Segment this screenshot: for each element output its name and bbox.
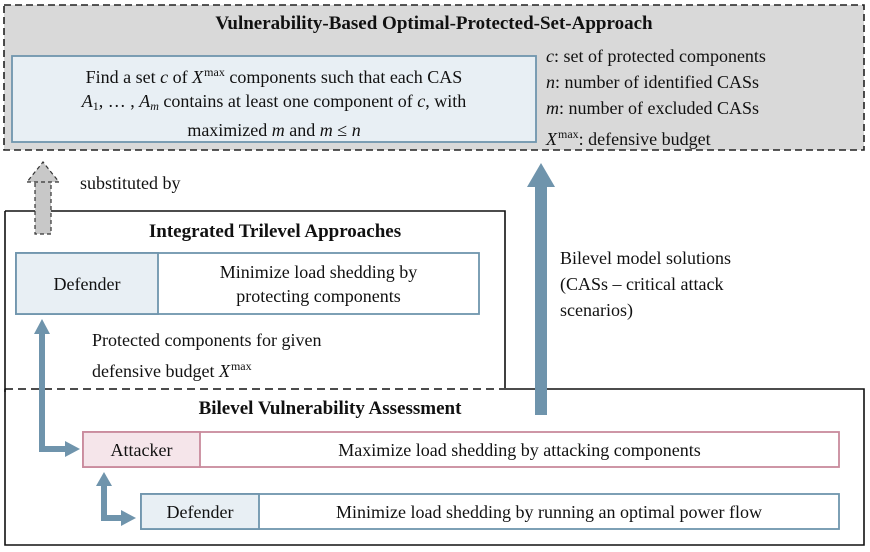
condition-line-2: A1, … , Am contains at least one compone… xyxy=(81,91,467,113)
defender-attacker-arrow xyxy=(34,319,80,457)
substituted-label: substituted by xyxy=(80,173,181,193)
substituted-arrow xyxy=(25,161,61,235)
trilevel-frame xyxy=(5,210,506,388)
bilevel-frame xyxy=(4,388,865,546)
condition-box-frame xyxy=(11,55,537,143)
bilevel-title: Bilevel Vulnerability Assessment xyxy=(198,398,462,419)
condition-line-3: maximized m and m ≤ n xyxy=(187,120,361,140)
trilevel-title: Integrated Trilevel Approaches xyxy=(148,221,402,242)
protected-components-note: Protected components for given defensive… xyxy=(92,330,322,381)
legend-m: m: number of excluded CASs xyxy=(546,98,759,118)
condition-line-1: Find a set c of Xmax components such tha… xyxy=(85,65,463,87)
bilevel-to-top-arrow xyxy=(527,163,555,415)
trilevel-defender-label: Defender xyxy=(53,273,121,294)
attacker-text: Maximize load shedding by attacking comp… xyxy=(338,439,701,460)
bilevel-defender-label: Defender xyxy=(166,501,234,522)
legend-xmax: Xmax: defensive budget xyxy=(546,127,711,149)
legend-c: c: set of protected components xyxy=(546,46,766,66)
symbol-legend: c: set of protected components n: number… xyxy=(546,43,862,152)
attacker-label: Attacker xyxy=(110,439,173,460)
attacker-box xyxy=(82,431,840,468)
attacker-defender-arrow xyxy=(96,472,136,526)
top-panel-title: Vulnerability-Based Optimal-Protected-Se… xyxy=(215,13,653,34)
trilevel-defender-text: Minimize load shedding by protecting com… xyxy=(219,261,418,306)
condition-text: Find a set c of Xmax components such tha… xyxy=(12,60,536,142)
legend-n: n: number of identified CASs xyxy=(546,72,759,92)
bilevel-solutions-note: Bilevel model solutions (CASs – critical… xyxy=(560,248,731,320)
bilevel-defender-text: Minimize load shedding by running an opt… xyxy=(336,501,762,522)
